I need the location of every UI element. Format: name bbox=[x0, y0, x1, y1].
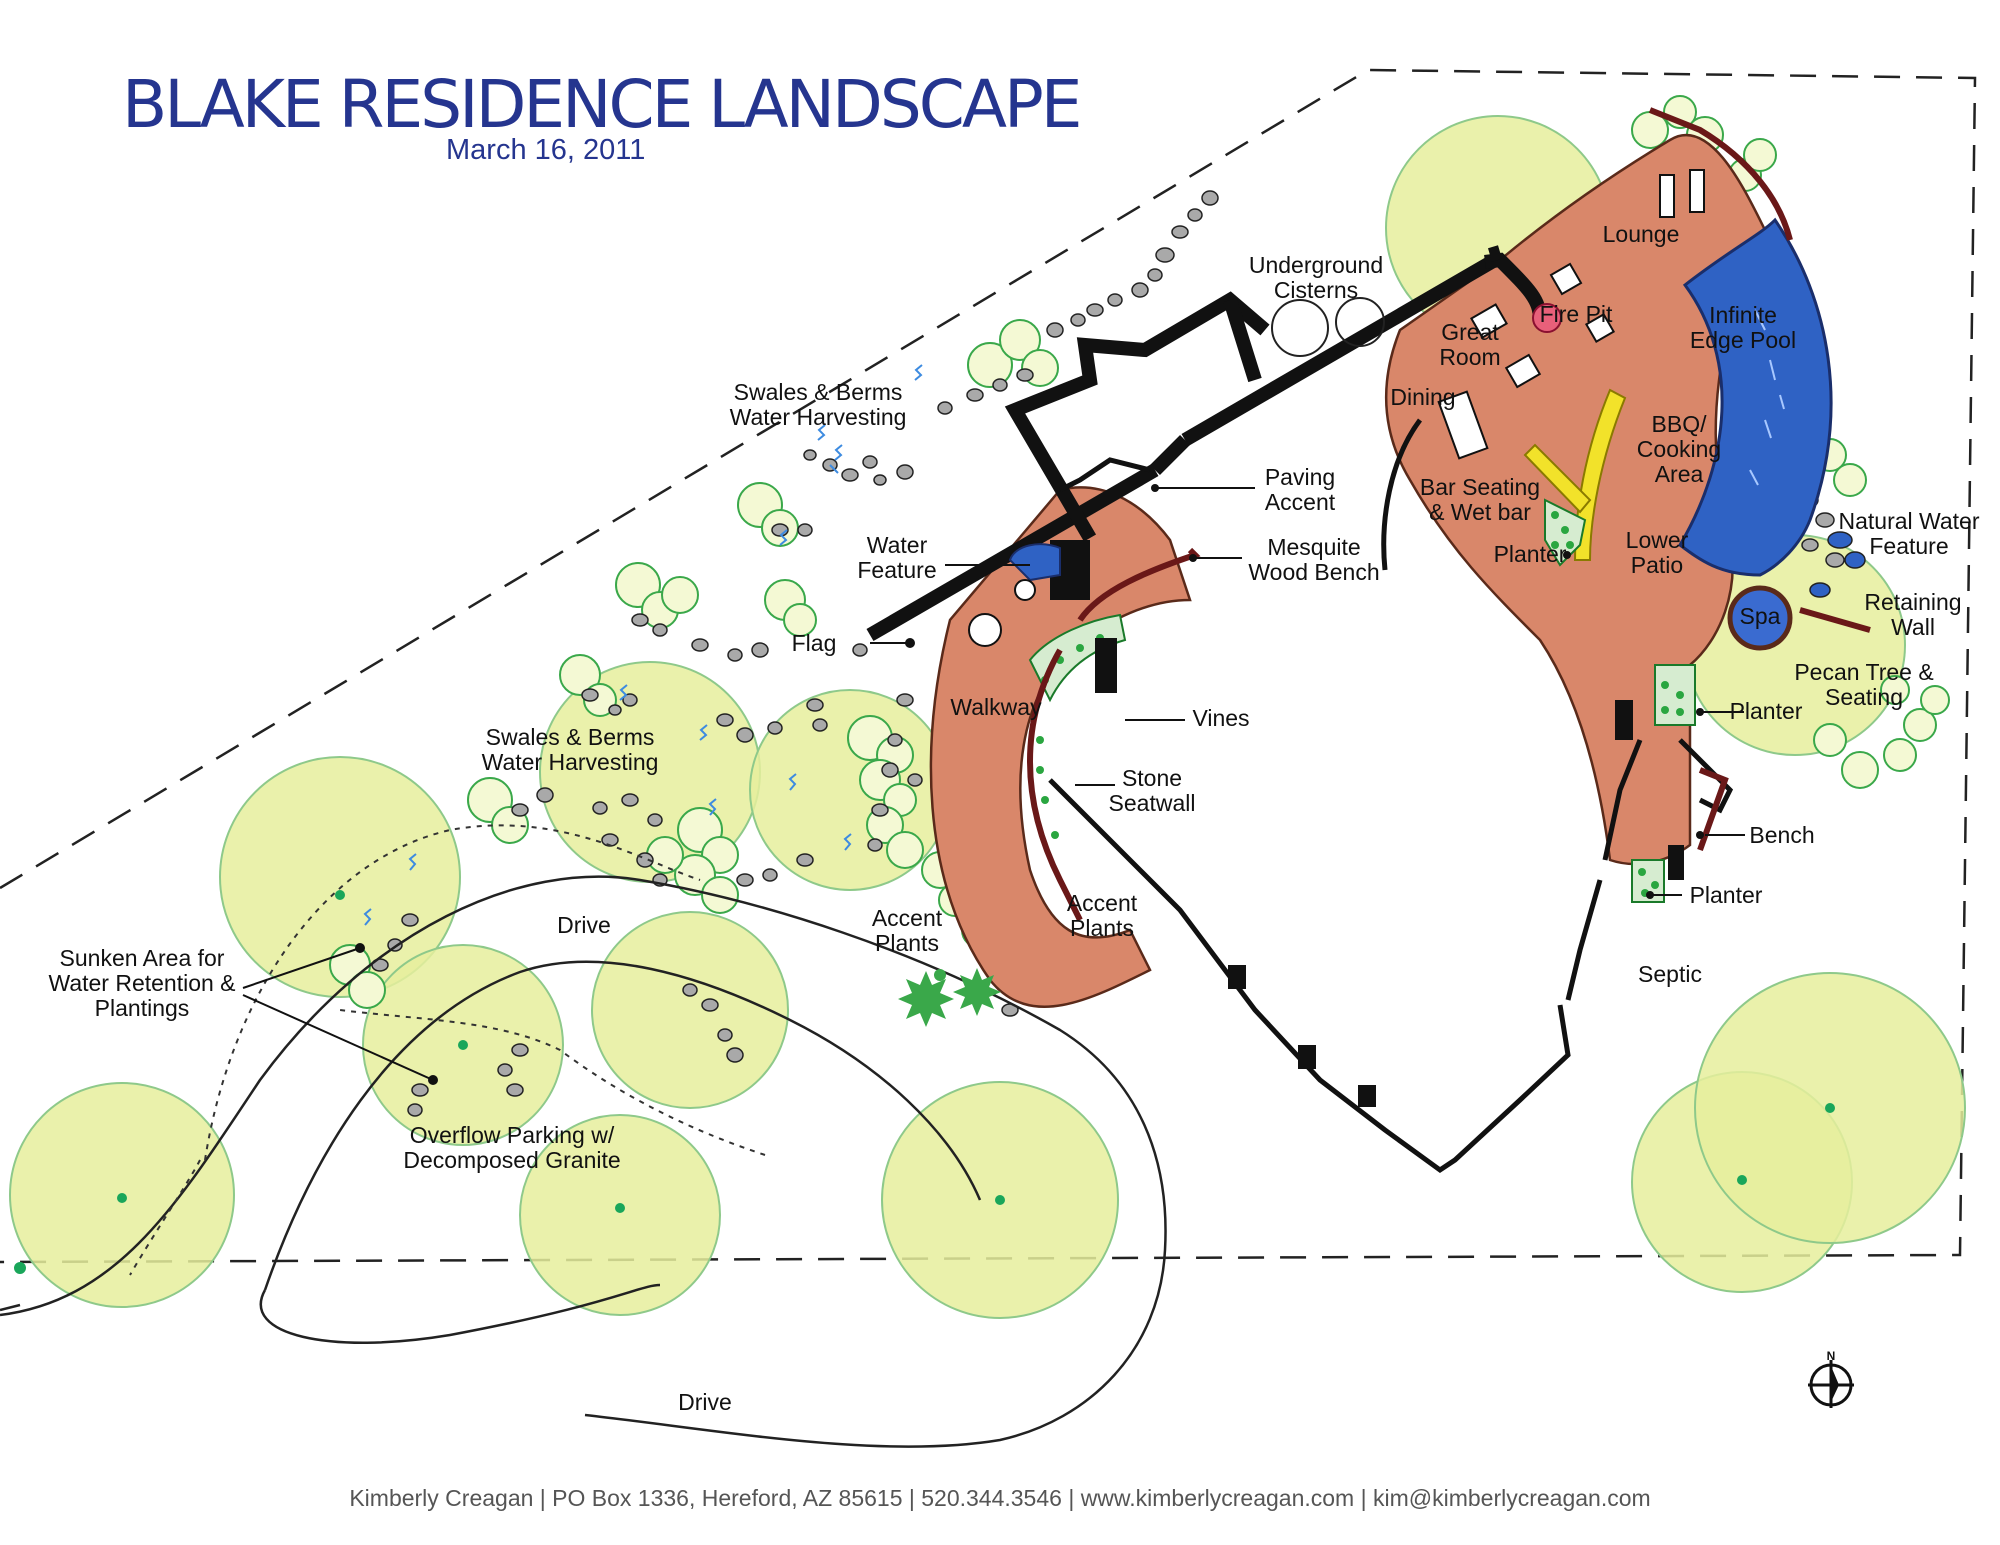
north-letter: N bbox=[1827, 1349, 1836, 1363]
accent-plants bbox=[898, 968, 1001, 1027]
label-planter-low: Planter bbox=[1689, 882, 1763, 908]
wall-segments bbox=[1050, 540, 1684, 1107]
cisterns bbox=[1271, 297, 1385, 357]
label-lounge: Lounge bbox=[1602, 221, 1680, 247]
label-pecan-tree-seating: Pecan Tree &Seating bbox=[1794, 659, 1934, 710]
label-vines: Vines bbox=[1192, 705, 1250, 731]
furniture bbox=[968, 169, 1705, 647]
natural-water-feature-shape bbox=[1809, 531, 1866, 598]
pool bbox=[1678, 217, 1833, 577]
property-boundary bbox=[0, 68, 1977, 1264]
label-bench: Bench bbox=[1749, 822, 1815, 848]
house-walls bbox=[866, 245, 1547, 642]
bar-counters bbox=[1523, 388, 1627, 561]
label-spa: Spa bbox=[1739, 603, 1781, 629]
label-fire-pit: Fire Pit bbox=[1539, 301, 1613, 327]
label-drive-upper: Drive bbox=[557, 912, 611, 938]
label-septic: Septic bbox=[1638, 961, 1702, 987]
plan-title: BLAKE RESIDENCE LANDSCAPE bbox=[122, 66, 1083, 143]
north-arrow-icon: N bbox=[1808, 1349, 1854, 1408]
pool-highlights bbox=[1749, 309, 1785, 486]
plan-date: March 16, 2011 bbox=[446, 134, 646, 166]
leader-dots bbox=[355, 484, 1704, 1085]
label-planter-patio: Planter bbox=[1493, 541, 1567, 567]
label-planter-mid: Planter bbox=[1729, 698, 1803, 724]
contact-footer: Kimberly Creagan | PO Box 1336, Hereford… bbox=[349, 1485, 1651, 1511]
drive bbox=[0, 875, 1167, 1448]
label-dining: Dining bbox=[1390, 384, 1456, 410]
label-flag: Flag bbox=[791, 630, 837, 656]
spa-shape bbox=[1727, 585, 1793, 651]
label-walkway: Walkway bbox=[950, 694, 1042, 720]
swales bbox=[363, 364, 923, 926]
label-drive-lower: Drive bbox=[678, 1389, 732, 1415]
label-overflow-parking: Overflow Parking w/Decomposed Granite bbox=[403, 1122, 621, 1173]
leader-lines bbox=[242, 487, 1745, 1081]
decomposed-granite-edge bbox=[129, 824, 766, 1276]
house-outline-thin bbox=[1048, 418, 1734, 1174]
fire-pit-shape bbox=[1532, 303, 1562, 333]
label-bar-seating: Bar Seating& Wet bar bbox=[1419, 474, 1541, 525]
water-feature-shape bbox=[1008, 543, 1061, 582]
